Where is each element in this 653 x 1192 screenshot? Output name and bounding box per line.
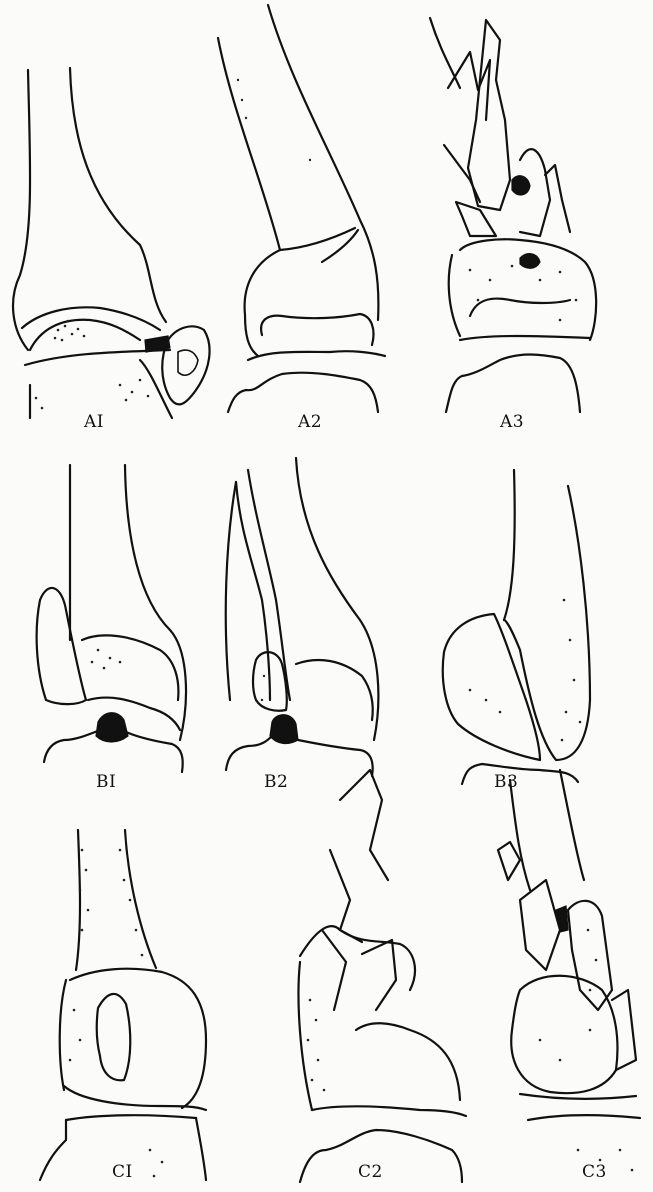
panel-b2-drawing: [226, 458, 379, 776]
panel-label-b3: B3: [494, 772, 518, 792]
panel-c1-drawing: [40, 830, 206, 1180]
panel-b3-drawing: [443, 470, 590, 784]
panel-a2-drawing: [218, 5, 385, 412]
panel-label-b1: BI: [96, 772, 116, 792]
panel-label-a1: AI: [84, 412, 104, 432]
panel-label-c2: C2: [358, 1162, 383, 1182]
panel-label-c3: C3: [582, 1162, 607, 1182]
panel-label-a2: A2: [298, 412, 322, 432]
panel-label-b2: B2: [264, 772, 288, 792]
panel-label-a3: A3: [500, 412, 524, 432]
panel-label-c1: CI: [112, 1162, 133, 1182]
panel-c3-drawing: [498, 770, 640, 1171]
panel-a3-drawing: [430, 18, 596, 412]
panel-c2-drawing: [299, 770, 467, 1182]
panel-a1-drawing: [13, 68, 210, 418]
panel-b1-drawing: [37, 465, 186, 772]
